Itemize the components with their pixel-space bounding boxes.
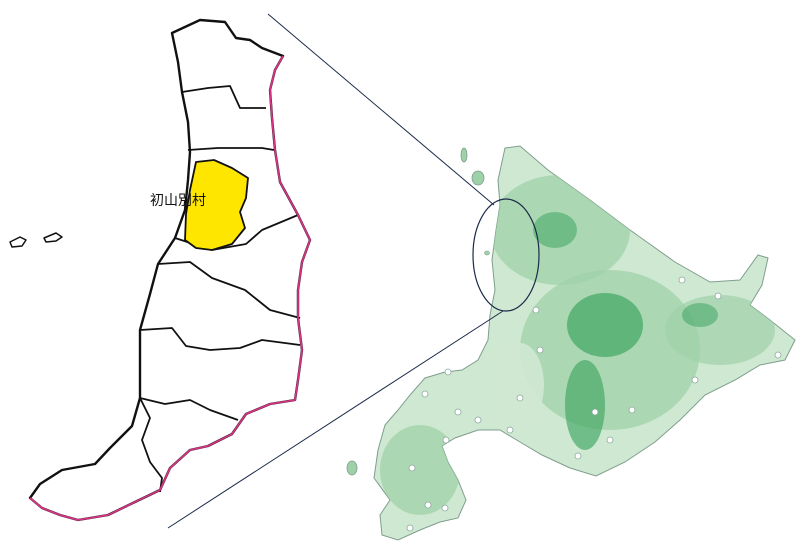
border-line: [139, 397, 163, 493]
shosanbetsu-village-label: 初山別村: [150, 193, 206, 209]
border-line: [139, 327, 301, 351]
zoom-indicator: [167, 13, 540, 529]
connector-line-bottom: [167, 310, 504, 529]
relief-dark-east: [682, 303, 718, 327]
point-marker: [536, 346, 544, 354]
point-marker: [444, 368, 452, 376]
island-rebun: [460, 147, 468, 163]
island-teuri: [484, 250, 490, 256]
rumoi-inset-map: [9, 18, 312, 522]
point-marker: [714, 292, 722, 300]
relief-mid-southwest: [380, 425, 460, 515]
point-marker: [421, 390, 429, 398]
relief-dark-hidaka: [565, 360, 605, 450]
hokkaido-map: [346, 145, 796, 541]
point-marker: [574, 452, 582, 460]
point-marker: [506, 426, 514, 434]
border-line: [157, 261, 301, 319]
point-marker: [424, 501, 432, 509]
point-marker: [516, 394, 524, 402]
municipal-borders: [139, 85, 301, 493]
border-line: [181, 85, 266, 109]
point-marker: [408, 464, 416, 472]
point-marker: [474, 416, 482, 424]
coastline: [29, 55, 311, 521]
island-yagishiri: [43, 232, 63, 243]
border-line: [187, 147, 275, 151]
point-marker: [606, 436, 614, 444]
point-marker: [678, 276, 686, 284]
island-teuri: [9, 236, 27, 248]
point-marker: [442, 436, 450, 444]
relief-mid-east: [665, 295, 775, 365]
point-marker: [441, 504, 449, 512]
shosanbetsu-village-area: [184, 159, 249, 251]
focus-ellipse: [472, 198, 540, 312]
subprefecture-outline: [28, 18, 312, 522]
island-okushiri: [346, 460, 358, 476]
point-marker: [454, 408, 462, 416]
island-rishiri: [471, 170, 485, 186]
relief-dark-daisetsu: [567, 293, 643, 357]
point-marker: [628, 406, 636, 414]
point-marker: [774, 351, 782, 359]
point-marker: [591, 408, 599, 416]
point-marker: [532, 306, 540, 314]
point-marker: [691, 376, 699, 384]
connector-line-top: [267, 13, 495, 206]
point-marker: [406, 524, 414, 532]
relief-dark-north: [533, 212, 577, 248]
border-line: [139, 397, 239, 421]
relief-light-plain: [496, 343, 544, 427]
point-markers: [406, 276, 782, 532]
